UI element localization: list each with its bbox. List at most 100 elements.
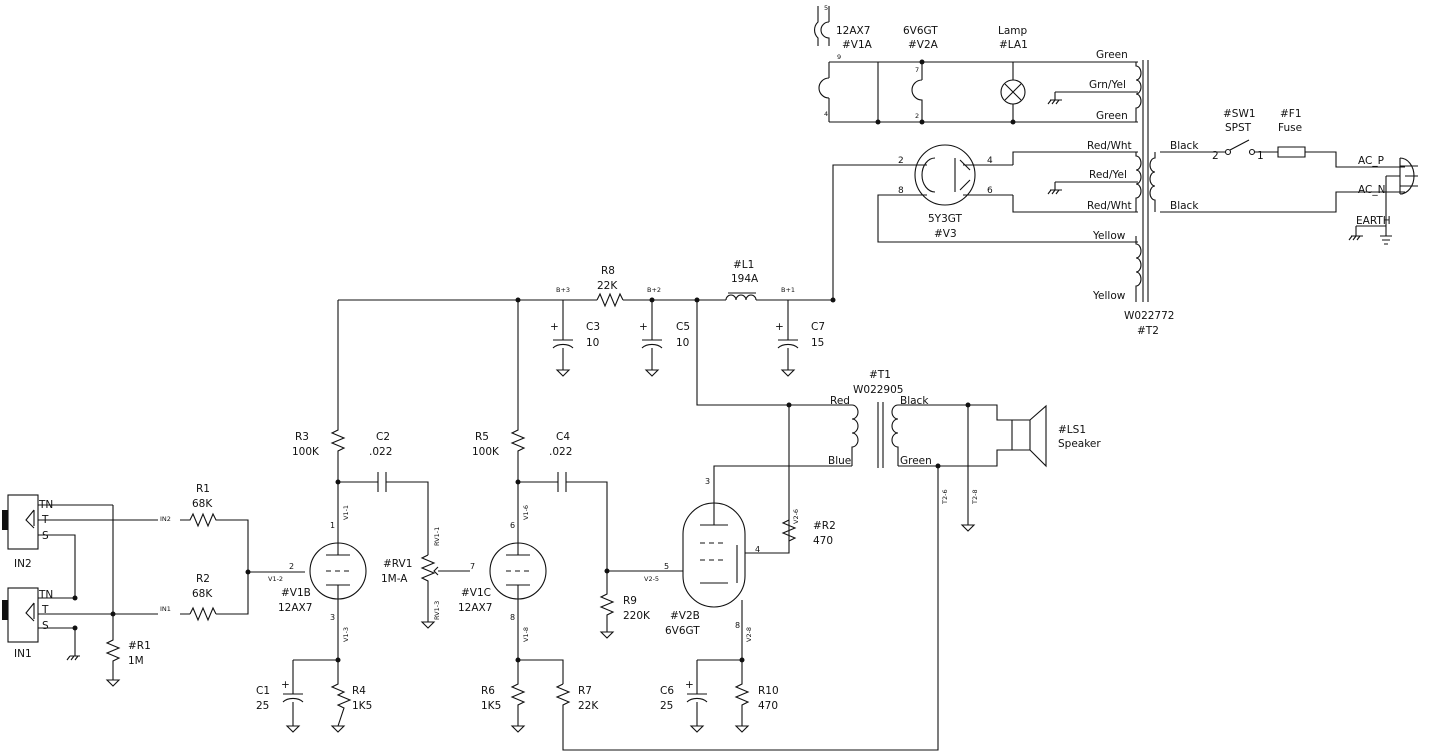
v1c-pin8: 8	[510, 613, 515, 622]
wire-green-top: Green	[1096, 49, 1128, 61]
earth-ground-icon	[1380, 175, 1400, 245]
c6-value: 25	[660, 700, 673, 712]
r3-ref: R3	[295, 431, 309, 443]
v3-pin6: 6	[987, 186, 993, 196]
net-ac-n: AC_N	[1358, 184, 1385, 196]
wire-grn-yel: Grn/Yel	[1089, 79, 1126, 91]
c3-value: 10	[586, 337, 599, 349]
v1b-type: 12AX7	[278, 602, 312, 614]
v1c-pin7: 7	[470, 562, 475, 571]
sw1-pin2: 2	[1212, 150, 1219, 162]
net-ac-p: AC_P	[1358, 155, 1384, 167]
r4-ref: R4	[352, 685, 366, 697]
c4-ref: C4	[556, 431, 570, 443]
v3-ref: #V3	[934, 228, 957, 240]
l1-ref: #L1	[733, 259, 754, 271]
c7-value: 15	[811, 337, 824, 349]
r6-ref: R6	[481, 685, 495, 697]
c3-plus: +	[550, 321, 559, 333]
net-v1-8: V1-8	[522, 627, 530, 642]
c2-ref: C2	[376, 431, 390, 443]
r7-value: 22K	[578, 700, 599, 712]
r2-value: 68K	[192, 588, 213, 600]
net-v2-5: V2-5	[644, 575, 659, 583]
wire-green-bot: Green	[1096, 110, 1128, 122]
net-bp3: B+3	[556, 286, 570, 294]
jack-in2-tn: TN	[38, 499, 53, 511]
t1-wire-black: Black	[900, 395, 929, 407]
v2b-pin4: 4	[755, 545, 760, 554]
net-t2-8: T2-8	[971, 489, 979, 505]
r4-value: 1K5	[352, 700, 372, 712]
c7-plus: +	[775, 321, 784, 333]
c7-ref: C7	[811, 321, 825, 333]
f1-ref: #F1	[1280, 108, 1302, 120]
c1-value: 25	[256, 700, 269, 712]
jack-in1-t: T	[41, 604, 49, 616]
v1a-type: 12AX7	[836, 25, 870, 37]
volume-pot-rv1: RV1-1 RV1-3 #RV1 1M-A	[381, 527, 470, 629]
v1b-pin1: 1	[330, 521, 335, 530]
ls1-type: Speaker	[1058, 438, 1101, 450]
r5-value: 100K	[472, 446, 500, 458]
rv1-value: 1M-A	[381, 573, 408, 585]
net-bp1: B+1	[781, 286, 795, 294]
net-t2-6: T2-6	[941, 489, 949, 505]
net-v2-6: V2-6	[792, 509, 800, 524]
net-v1-2: V1-2	[268, 575, 283, 583]
rectifier-tube-icon	[914, 144, 976, 206]
r9-ref: R9	[623, 595, 637, 607]
c4-value: .022	[549, 446, 572, 458]
wire-red-yel: Red/Yel	[1089, 169, 1127, 181]
rv1-ref: #RV1	[383, 558, 412, 570]
v2a-type: 6V6GT	[903, 25, 938, 37]
r1-value: 68K	[192, 498, 213, 510]
stage-v1b: R3 100K C2 .022 1 2 3 V1-1 V1-2 V1-3 #V1…	[256, 300, 429, 733]
wire-black-bot: Black	[1170, 200, 1199, 212]
t2-ref: #T2	[1137, 325, 1159, 337]
ls1-ref: #LS1	[1058, 424, 1086, 436]
c6-ref: C6	[660, 685, 674, 697]
wire-yellow-bot: Yellow	[1092, 290, 1126, 302]
rectifier-v3: 2 4 8 6 5Y3GT #V3 Red/Wht Red/Yel Red/Wh…	[832, 140, 1138, 302]
c1-plus: +	[281, 679, 290, 691]
mains-plug-icon	[1399, 157, 1418, 195]
sw1-ref: #SW1	[1223, 108, 1256, 120]
rr1-ref: #R1	[128, 640, 151, 652]
rr2-ref: #R2	[813, 520, 836, 532]
mains-input: Black Black #SW1 SPST 2 1 #F1 Fuse AC_P …	[1160, 108, 1418, 245]
v2b-type: 6V6GT	[665, 625, 700, 637]
r6-value: 1K5	[481, 700, 501, 712]
heater-circuit: 12AX7 #V1A 9 5 4 6V6GT #V2A 7 2 Lamp #LA…	[814, 4, 1138, 125]
c5-value: 10	[676, 337, 689, 349]
v1c-pin6: 6	[510, 521, 515, 530]
v2a-ref: #V2A	[908, 39, 939, 51]
net-v1-6: V1-6	[522, 505, 530, 520]
r3-value: 100K	[292, 446, 320, 458]
power-transformer-t2: W022772 #T2	[1124, 60, 1174, 337]
v1a-ref: #V1A	[842, 39, 873, 51]
v1a-pin5: 5	[824, 4, 828, 12]
r7-ref: R7	[578, 685, 592, 697]
wire-black-top: Black	[1170, 140, 1199, 152]
v1a-pin9: 9	[837, 53, 841, 61]
v2a-pin7: 7	[915, 66, 919, 74]
t1-wire-red: Red	[830, 395, 850, 407]
wire-yellow-top: Yellow	[1092, 230, 1126, 242]
stage-v1c: R5 100K C4 .022 6 7 8 V1-6 V1-8 #V1C 12A…	[458, 300, 651, 733]
jack-in2-label: IN2	[14, 558, 32, 570]
lamp-type: Lamp	[998, 25, 1028, 37]
t1-wire-green: Green	[900, 455, 932, 467]
net-v1-1: V1-1	[342, 505, 350, 520]
net-v1-3: V1-3	[342, 627, 350, 642]
jack-in1-label: IN1	[14, 648, 32, 660]
v2a-pin2: 2	[915, 112, 919, 120]
tube-v2b-icon	[682, 502, 746, 608]
v3-pin8: 8	[898, 186, 904, 196]
jack-in1-tn: TN	[38, 589, 53, 601]
wire-red-wht-top: Red/Wht	[1087, 140, 1132, 152]
r8-ref: R8	[601, 265, 615, 277]
speaker-icon	[1011, 404, 1047, 468]
net-rv1-1: RV1-1	[433, 527, 441, 546]
v2b-pin5: 5	[664, 562, 669, 571]
